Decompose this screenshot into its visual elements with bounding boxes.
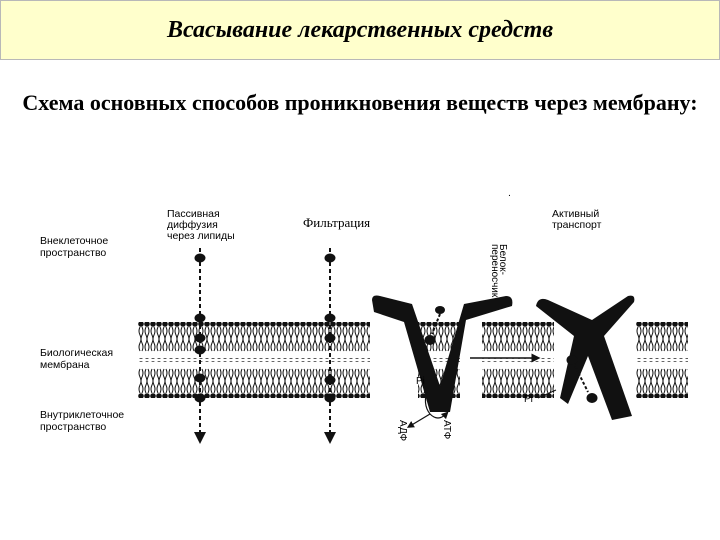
carrier-protein-released: Pi [524, 295, 635, 420]
label-phosphate-left: Pi [416, 376, 425, 387]
label-adp: АДФ [397, 420, 408, 442]
molecule-dot [324, 313, 336, 323]
molecule-dot [194, 253, 206, 263]
label-extracellular-1: Внеклеточное [40, 235, 108, 247]
atp-adp-cycle: Pi АДФ АТФ [397, 376, 452, 442]
molecule-dot [324, 253, 336, 263]
label-phosphate-right: Pi [524, 394, 533, 405]
label-active-2: транспорт [552, 219, 602, 231]
label-carrier-1: Белок- [497, 244, 508, 275]
label-membrane-2: мембрана [40, 359, 90, 371]
molecule-dot [194, 393, 206, 403]
label-passive-2: диффузия [167, 219, 218, 231]
molecule-dot [194, 333, 206, 343]
carrier-protein-open [372, 295, 513, 412]
molecule-dot [324, 333, 336, 343]
label-extracellular-2: пространство [40, 247, 106, 259]
molecule-dot [324, 393, 336, 403]
molecule-dot [324, 375, 336, 385]
label-carrier-2: переносчик [489, 244, 500, 298]
label-intracellular-1: Внутриклеточное [40, 409, 124, 421]
bound-molecule-dot [424, 335, 436, 345]
label-membrane-1: Биологическая [40, 347, 113, 359]
label-atp: АТФ [441, 420, 452, 440]
passive-diffusion-path [194, 248, 206, 444]
label-passive-3: через липиды [167, 230, 235, 242]
stray-dot: . [508, 187, 511, 199]
slide-subtitle: Схема основных способов проникновения ве… [22, 90, 698, 115]
molecule-dot [435, 306, 445, 314]
label-active-1: Активный [552, 208, 599, 220]
title-bar: Всасывание лекарственных средств [0, 0, 720, 60]
molecule-dot [566, 355, 578, 365]
label-passive-1: Пассивная [167, 208, 220, 220]
molecule-dot [194, 313, 206, 323]
molecule-dot [194, 345, 206, 355]
molecule-dot [194, 373, 206, 383]
released-molecule-dot [586, 393, 598, 403]
filtration-path [324, 248, 336, 444]
label-filtration: Фильтрация [303, 215, 370, 230]
label-intracellular-2: пространство [40, 421, 106, 433]
slide-title: Всасывание лекарственных средств [166, 16, 554, 43]
